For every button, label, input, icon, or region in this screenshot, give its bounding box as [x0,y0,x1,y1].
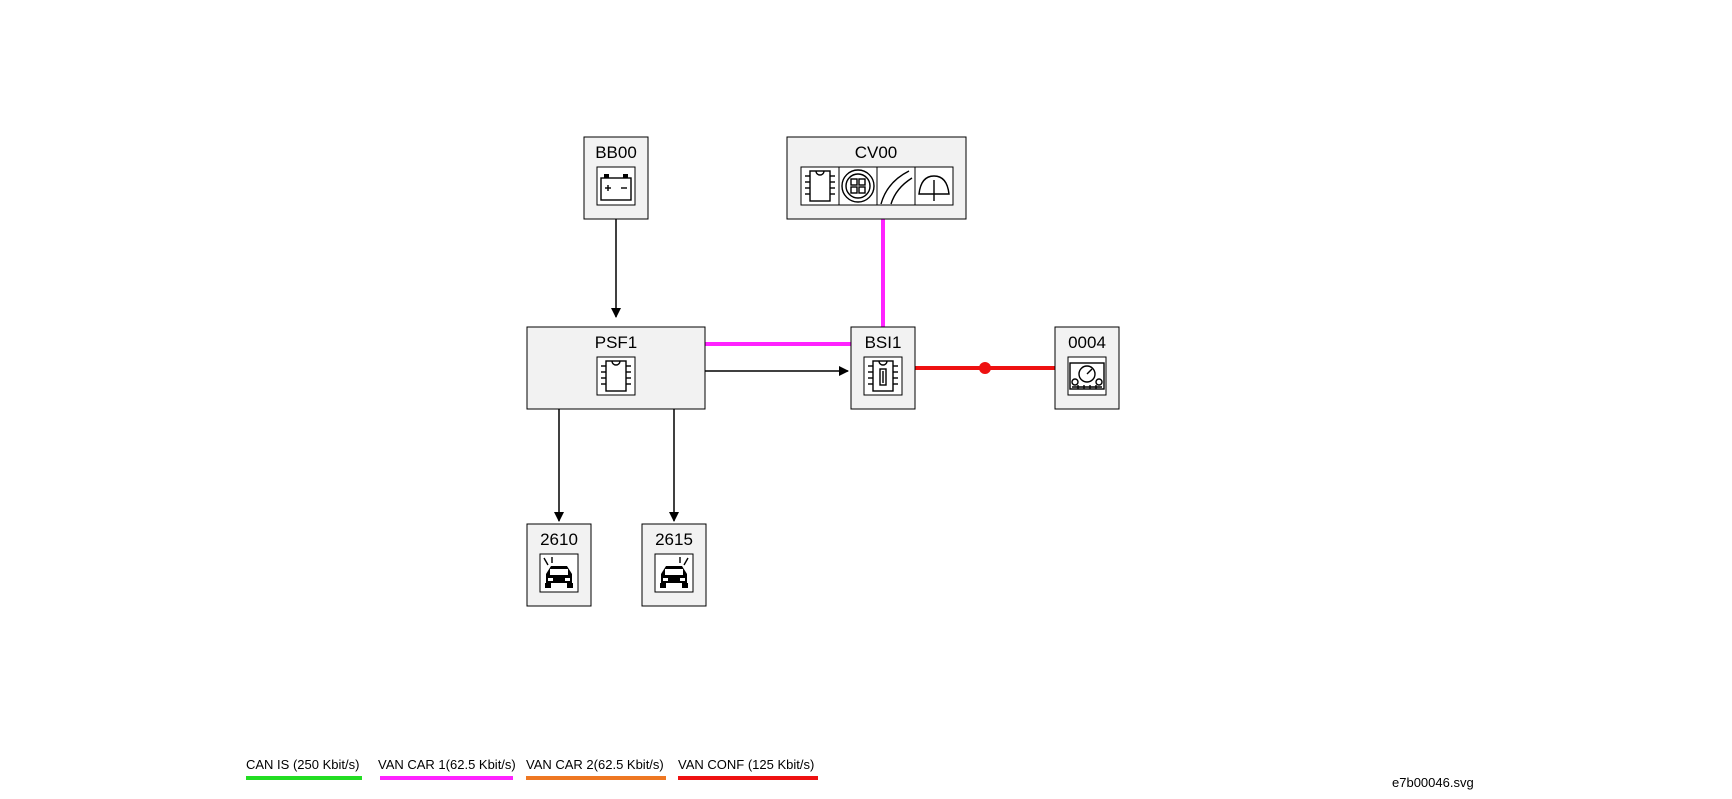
node-2610[interactable]: 2610 [526,523,592,607]
instrument-panel-icon [1067,356,1107,396]
fuse-box-icon [863,356,903,396]
legend-label-van-conf: VAN CONF (125 Kbit/s) [678,757,814,772]
legend-item-van-car-2: VAN CAR 2(62.5 Kbit/s) [526,757,666,780]
node-2615[interactable]: 2615 [641,523,707,607]
right-headlamp-icon [654,553,694,593]
legend: CAN IS (250 Kbit/s) VAN CAR 1(62.5 Kbit/… [246,757,818,780]
legend-label-van-car-2: VAN CAR 2(62.5 Kbit/s) [526,757,664,772]
wiper-stalk-icon [876,166,916,206]
node-bb00-label: BB00 [595,143,637,162]
node-psf1[interactable]: PSF1 [526,326,706,410]
node-bsi1[interactable]: BSI1 [850,326,916,410]
node-cv00[interactable]: CV00 [786,136,967,220]
node-0004-label: 0004 [1068,333,1106,352]
legend-label-can-is: CAN IS (250 Kbit/s) [246,757,359,772]
legend-item-van-car-1: VAN CAR 1(62.5 Kbit/s) [378,757,516,780]
node-cv00-label: CV00 [855,143,898,162]
connections [554,218,1055,522]
legend-item-van-conf: VAN CONF (125 Kbit/s) [678,757,818,780]
battery-icon [596,166,636,206]
node-psf1-label: PSF1 [595,333,638,352]
node-2615-label: 2615 [655,530,693,549]
ecu-chip-icon [596,356,636,396]
node-bb00[interactable]: BB00 [583,136,649,220]
left-headlamp-icon [539,553,579,593]
van-conf-junction-dot [979,362,991,374]
light-stalk-icon [914,166,954,206]
steering-switch-icon [838,166,878,206]
node-bsi1-label: BSI1 [865,333,902,352]
node-2610-label: 2610 [540,530,578,549]
node-0004[interactable]: 0004 [1054,326,1120,410]
legend-label-van-car-1: VAN CAR 1(62.5 Kbit/s) [378,757,516,772]
footer-filename: e7b00046.svg [1392,775,1474,790]
ecu-chip-icon [800,166,840,206]
legend-item-can-is: CAN IS (250 Kbit/s) [246,757,362,780]
